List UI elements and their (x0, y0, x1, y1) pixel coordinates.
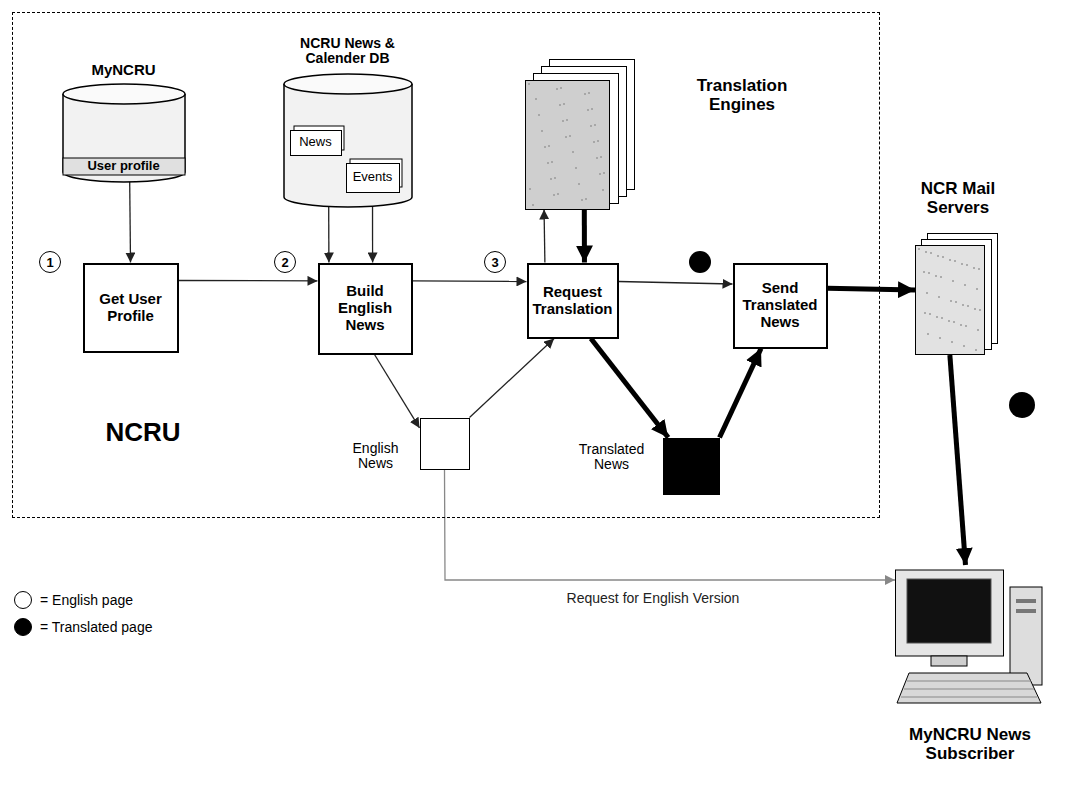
node-heading: News (290, 135, 342, 150)
step-dot (689, 251, 711, 273)
process-box: Build English News (318, 263, 413, 355)
shape-outline (895, 565, 1045, 715)
box-label: Get User Profile (89, 291, 173, 325)
step-dot (1009, 392, 1035, 418)
document-icon: Events (346, 163, 400, 193)
bold-arrow (828, 288, 916, 290)
process-box: Request Translation (527, 263, 619, 339)
callout-number: 1 (39, 251, 61, 273)
process-box: Get User Profile (83, 263, 179, 353)
legend-text: = Translated page (40, 619, 152, 635)
flow-arrow (543, 210, 545, 263)
legend-swatch (14, 618, 32, 636)
callout-number: 2 (274, 251, 296, 273)
page-stack: NCR Mail Servers (915, 225, 1000, 355)
shape-outline (915, 225, 1000, 355)
flow-arrow (179, 280, 318, 282)
legend-swatch (14, 591, 32, 609)
flow-arrow (619, 282, 733, 285)
computer-icon: MyNCRU News Subscriber (895, 565, 1045, 715)
node-heading: NCR Mail Servers (893, 179, 1023, 217)
flow-arrow (375, 355, 420, 428)
edge-label: Request for English Version (545, 590, 761, 606)
flow-arrow (413, 280, 527, 282)
bold-arrow (720, 349, 762, 438)
page-stack: Translation Engines (525, 52, 640, 210)
legend-entry: = Translated page (14, 618, 152, 636)
page-square: Translated News (663, 438, 720, 495)
legend-text: = English page (40, 592, 133, 608)
box-label: Request Translation (533, 284, 613, 318)
legend-entry: = English page (14, 591, 133, 609)
bold-arrow (582, 210, 587, 263)
node-heading: MyNCRU News Subscriber (883, 725, 1057, 763)
database-cylinder: MyNCRU User profile (62, 62, 186, 182)
callout-number: 3 (484, 251, 506, 273)
bold-arrow (591, 339, 668, 438)
document-icon: News (290, 130, 342, 156)
node-label: User profile (66, 159, 182, 174)
node-heading: NCRU (83, 418, 203, 447)
box-label: Send Translated News (739, 280, 822, 330)
system-boundary: NCRU MyNCRU User profile NCRU News & Calend… (12, 12, 880, 518)
flow-arrow (470, 339, 555, 418)
node-heading: Translated News (571, 442, 653, 473)
node-heading: Translation Engines (675, 76, 810, 114)
flow-arrow (129, 182, 131, 263)
node-heading: English News (343, 441, 409, 472)
process-box: Send Translated News (733, 263, 828, 349)
node-heading: Events (346, 170, 400, 185)
bold-arrow (950, 355, 966, 565)
shape-outline (525, 52, 640, 210)
database-cylinder: NCRU News & Calender DB NewsEvents (283, 36, 413, 207)
node-heading: MyNCRU (62, 62, 186, 79)
box-label: Build English News (324, 283, 407, 333)
page-square: English News (420, 418, 470, 470)
node-heading: NCRU News & Calender DB (283, 36, 413, 67)
